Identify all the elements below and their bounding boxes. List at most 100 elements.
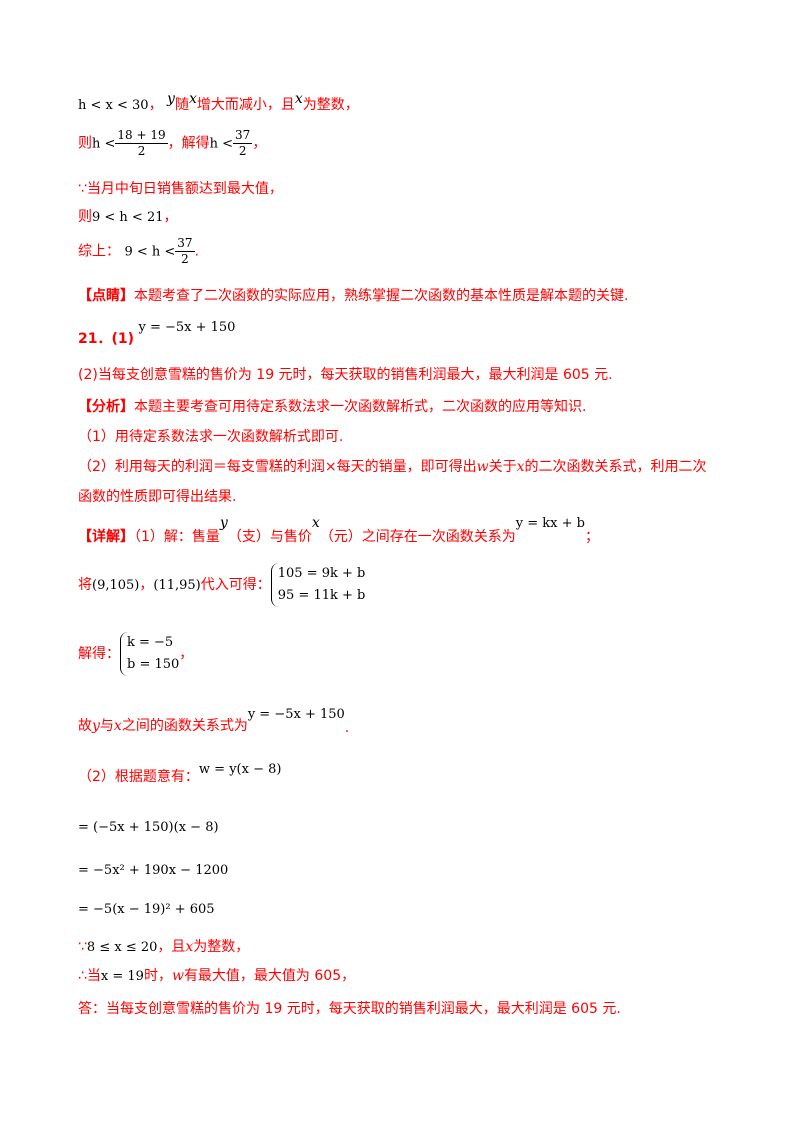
var-w: w (476, 459, 489, 475)
text: ； (584, 529, 599, 545)
question-number: 21．(1) (78, 331, 135, 347)
text: 将 (78, 577, 92, 593)
line-16: 故y与x之间的函数关系式为y = −5x + 150. (78, 707, 349, 737)
var-y: y (92, 718, 100, 734)
text: ∴当 (78, 968, 101, 984)
line-20: = −5(x − 19)² + 605 (78, 900, 215, 919)
text: ， (139, 577, 154, 593)
line-11: （2）利用每天的利润＝每支雪糕的利润×每天的销量，即可得出w关于x的二次函数关系… (78, 458, 707, 476)
math: y = kx + b (515, 516, 585, 531)
numerator: 37 (175, 236, 195, 252)
line-8: (2)当每支创意雪糕的售价为 19 元时，每天获取的销售利润最大，最大利润是 6… (78, 367, 613, 383)
line-17: （2）根据题意有：w = y(x − 8) (78, 760, 281, 790)
equation: 95 = 11k + b (277, 588, 366, 603)
math: h < (209, 136, 234, 152)
text: 的二次函数关系式，利用二次 (524, 459, 707, 475)
math: y = −5x + 150 (138, 320, 236, 335)
denominator: 2 (137, 144, 146, 158)
text: 为整数， (193, 939, 250, 955)
text: 之间的函数关系式为 (121, 718, 248, 734)
line-1: h < x < 30， y随x增大而减小，且x为整数， (78, 91, 359, 115)
math: y = −5x + 150 (247, 707, 345, 722)
line-12: 函数的性质即可得出结果. (78, 489, 237, 505)
text: 代入可得： (200, 577, 271, 593)
text: 综上： (78, 243, 120, 260)
var-y: y (219, 515, 228, 531)
text: . (344, 720, 350, 736)
text: ， (252, 135, 267, 152)
numerator: 18 + 19 (115, 128, 168, 144)
line-18: = (−5x + 150)(x − 8) (78, 818, 219, 837)
section-tag: 【点睛】 (78, 288, 134, 304)
var-x: x (188, 91, 197, 107)
text: ， (148, 97, 163, 113)
text: ∵ (78, 939, 87, 955)
line-21: ∵8 ≤ x ≤ 20，且x为整数， (78, 938, 249, 957)
text: 故 (78, 718, 92, 734)
text: 有最大值，最大值为 605， (183, 968, 356, 984)
var-x: x (185, 939, 194, 955)
text: （1）解：售量 (134, 529, 220, 545)
line-14: 将(9,105)，(11,95)代入可得： 105 = 9k + b 95 = 11… (78, 563, 365, 607)
math-inequality: h < x < 30 (78, 98, 149, 113)
var-y: y (167, 91, 175, 107)
math: x = 19 (100, 969, 144, 984)
equation: 105 = 9k + b (277, 566, 366, 581)
line-10: （1）用待定系数法求一次函数解析式即可. (78, 429, 344, 445)
text: ，解得 (167, 135, 210, 152)
text: 增大而减小，且 (196, 97, 295, 113)
text: ， (179, 646, 194, 662)
math: = −5x² + 190x − 1200 (78, 863, 229, 878)
text: 本题主要考查可用待定系数法求一次函数解析式，二次函数的应用等知识. (134, 399, 587, 415)
text: 关于 (488, 459, 517, 475)
math: = (−5x + 150)(x − 8) (78, 820, 219, 835)
text: 时， (143, 968, 172, 984)
math: 8 ≤ x ≤ 20 (86, 940, 158, 955)
equation-system: k = −5 b = 150 (120, 632, 179, 676)
math: = −5(x − 19)² + 605 (78, 902, 215, 917)
var-x: x (113, 718, 122, 734)
text: （2）根据题意有： (78, 769, 199, 785)
section-tag: 【详解】 (78, 529, 134, 545)
text: 本题考查了二次函数的实际应用，熟练掌握二次函数的基本性质是解本题的关键. (134, 288, 629, 304)
math: 9 < h < 21 (92, 210, 164, 225)
line-7: 21．(1) y = −5x + 150 (78, 320, 235, 350)
line-9: 【分析】本题主要考查可用待定系数法求一次函数解析式，二次函数的应用等知识. (78, 398, 586, 416)
math: h < (92, 136, 116, 152)
var-w: w (171, 968, 184, 984)
text: （元）之间存在一次函数关系为 (319, 529, 516, 545)
text: 随 (174, 97, 189, 113)
line-22: ∴当x = 19时，w有最大值，最大值为 605， (78, 967, 355, 986)
line-23: 答：当每支创意雪糕的售价为 19 元时，每天获取的销售利润最大，最大利润是 60… (78, 1001, 621, 1017)
text: 解得： (78, 646, 120, 662)
point: (9,105) (92, 578, 140, 593)
equation: k = −5 (127, 635, 174, 650)
text: ， (163, 209, 178, 225)
section-tag: 【分析】 (78, 399, 134, 415)
numerator: 37 (233, 128, 253, 144)
text: （支）与售价 (227, 529, 312, 545)
math: 9 < h < (124, 244, 176, 260)
line-4: 则9 < h < 21， (78, 208, 178, 227)
denominator: 2 (181, 252, 189, 266)
text: ，且 (157, 939, 186, 955)
line-19: = −5x² + 190x − 1200 (78, 861, 228, 880)
line-13: 【详解】（1）解：售量y（支）与售价x（元）之间存在一次函数关系为y = kx … (78, 515, 599, 550)
text: 则 (78, 135, 92, 152)
denominator: 2 (238, 144, 247, 158)
equation: b = 150 (127, 657, 180, 672)
text: . (194, 243, 200, 260)
line-15: 解得： k = −5 b = 150， (78, 632, 193, 676)
math: w = y(x − 8) (198, 762, 282, 777)
var-x: x (294, 91, 303, 107)
text: 为整数， (302, 97, 359, 113)
text: 则 (78, 209, 92, 225)
var-x: x (516, 459, 525, 475)
equation-system: 105 = 9k + b 95 = 11k + b (270, 563, 366, 607)
text: 与 (99, 718, 114, 734)
point: (11,95) (153, 578, 201, 593)
